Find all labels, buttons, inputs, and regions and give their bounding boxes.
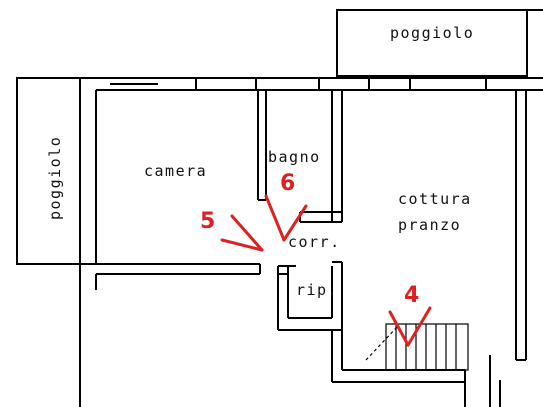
label-poggiolo-left: poggiolo xyxy=(46,136,64,220)
marker-6-label: 6 xyxy=(280,171,295,196)
marker-4-arrow xyxy=(388,306,432,347)
marker-6-arrow xyxy=(264,194,308,242)
staircase xyxy=(365,323,469,371)
marker-4-label: 4 xyxy=(404,283,419,308)
marker-5-label: 5 xyxy=(200,209,215,234)
walls xyxy=(16,9,543,407)
balcony-top xyxy=(336,9,528,77)
markers: 5 6 4 xyxy=(200,171,432,347)
label-camera: camera xyxy=(144,162,207,180)
label-cottura: cottura xyxy=(398,190,472,208)
marker-5-arrow xyxy=(220,214,264,252)
label-rip: rip. xyxy=(296,281,338,299)
label-pranzo: pranzo xyxy=(398,216,461,234)
room-labels: camera bagno cottura pranzo corr. rip. p… xyxy=(46,24,474,299)
label-corr: corr. xyxy=(288,233,341,251)
label-poggiolo-top: poggiolo xyxy=(390,24,474,42)
label-bagno: bagno xyxy=(268,148,321,166)
